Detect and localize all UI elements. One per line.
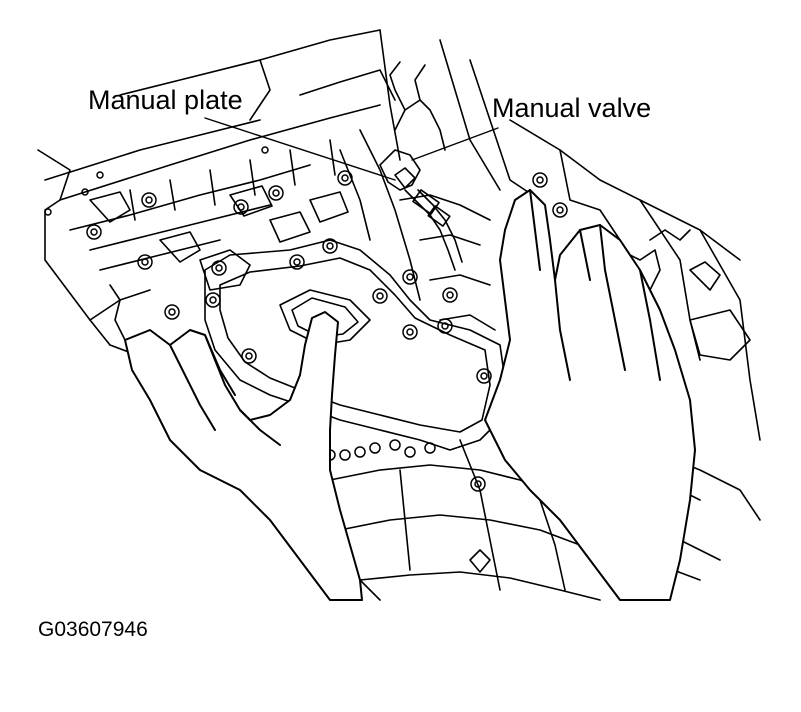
leader-manual-plate <box>204 117 396 181</box>
leader-manual-valve <box>411 127 499 161</box>
figure-code: G03607946 <box>38 618 148 641</box>
manual-valve-assembly <box>379 61 463 271</box>
callout-leaders <box>204 117 499 181</box>
manual-valve-label: Manual valve <box>492 93 652 123</box>
manual-plate-label: Manual plate <box>88 85 243 115</box>
bolt-heads <box>44 146 568 492</box>
left-hand <box>124 311 363 601</box>
right-hand <box>484 189 696 601</box>
separator-gasket <box>204 239 506 451</box>
